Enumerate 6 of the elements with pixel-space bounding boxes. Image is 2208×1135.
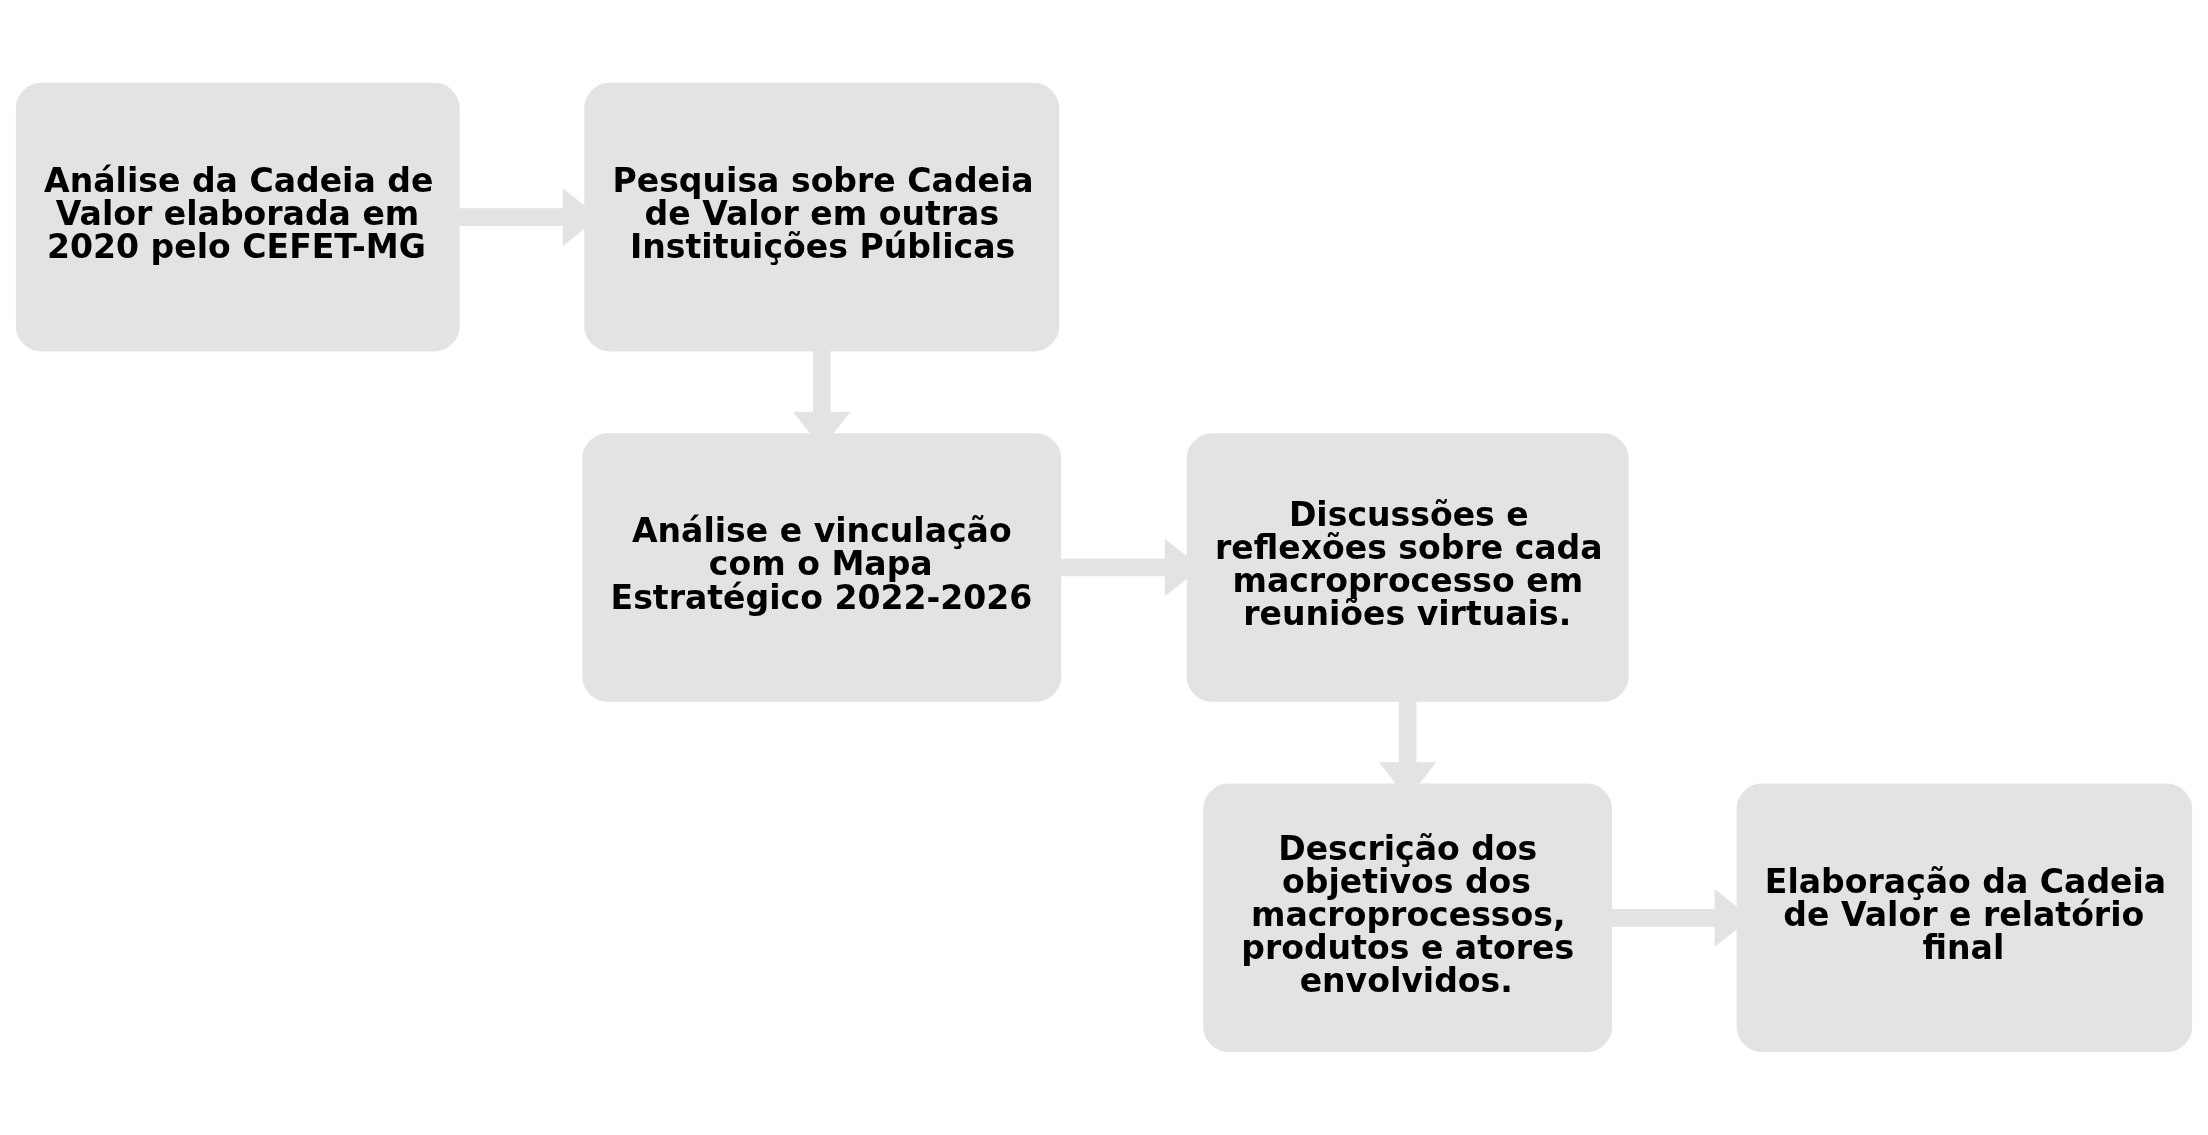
node-box: Análise da Cadeia de Valor elaborada em 2020 pelo CEFET-MG bbox=[15, 82, 460, 352]
node-box: Análise e vinculação com o Mapa Estratégico 2022-2026 bbox=[582, 433, 1062, 702]
node-box: Discussões e reflexões sobre cada macroprocesso em reuniões virtuais. bbox=[1186, 433, 1629, 702]
node-box: Elaboração da Cadeia de Valor e relatório final bbox=[1736, 783, 2193, 1053]
node-box: Pesquisa sobre Cadeia de Valor em outras Instituições Públicas bbox=[584, 82, 1060, 352]
node-box: Descrição dos objetivos dos macroprocessos, produtos e atores envolvidos. bbox=[1203, 783, 1613, 1053]
